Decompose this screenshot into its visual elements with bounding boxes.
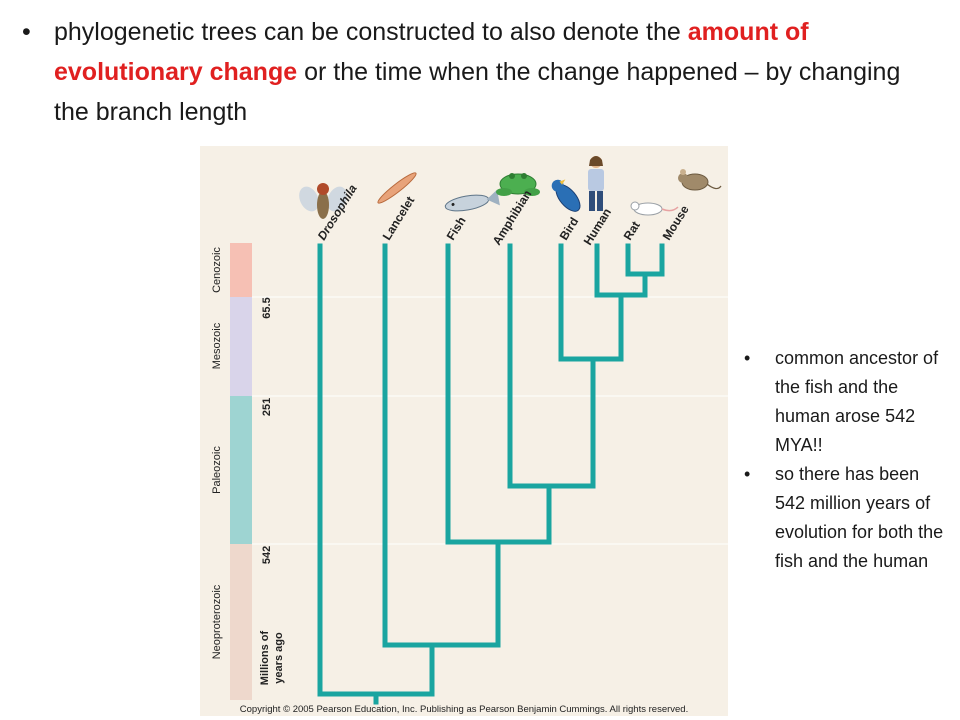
side-notes: • common ancestor of the fish and the hu… bbox=[744, 344, 944, 576]
copyright-notice: Copyright © 2005 Pearson Education, Inc.… bbox=[239, 704, 689, 715]
heading-bullet: • phylogenetic trees can be constructed … bbox=[22, 12, 942, 132]
fish-picture-icon bbox=[444, 189, 500, 212]
era-label-paleozoic: Paleozoic bbox=[211, 446, 223, 494]
era-label-mesozoic: Mesozoic bbox=[211, 322, 223, 369]
time-mark-251: 251 bbox=[261, 398, 273, 416]
heading-text-before: phylogenetic trees can be constructed to… bbox=[54, 18, 688, 46]
side-note-item: • common ancestor of the fish and the hu… bbox=[744, 344, 944, 460]
heading-text: • phylogenetic trees can be constructed … bbox=[22, 12, 942, 132]
heading-highlight: amount of evolutionary change bbox=[54, 18, 809, 86]
bullet-icon: • bbox=[22, 18, 31, 46]
branch-human-rodents bbox=[594, 243, 648, 298]
bird-picture-icon bbox=[551, 179, 581, 212]
branch-fish-tetrapods bbox=[445, 243, 552, 545]
era-label-neoproterozoic: Neoproterozoic bbox=[211, 584, 223, 659]
taxon-label-rat: Rat bbox=[621, 219, 643, 243]
side-note-text: so there has been 542 million years of e… bbox=[775, 464, 944, 571]
branch-amphibian-amniotes bbox=[507, 243, 596, 489]
era-label-cenozoic: Cenozoic bbox=[211, 247, 223, 293]
side-note-item: • so there has been 542 million years of… bbox=[744, 460, 944, 576]
tree-branches bbox=[317, 243, 665, 705]
branch-bird-mammals bbox=[558, 243, 624, 362]
bullet-icon: • bbox=[744, 464, 751, 484]
amphibian-picture-icon bbox=[496, 173, 540, 196]
side-note-text: common ancestor of the fish and the huma… bbox=[775, 348, 939, 455]
era-band-paleozoic bbox=[230, 396, 252, 544]
taxon-label-mouse: Mouse bbox=[660, 203, 692, 243]
lancelet-picture-icon bbox=[377, 172, 417, 204]
mouse-picture-icon bbox=[678, 169, 722, 191]
taxon-label-human: Human bbox=[581, 206, 614, 248]
era-band-neoproterozoic bbox=[230, 544, 252, 700]
era-band-cenozoic bbox=[230, 243, 252, 297]
era-band-mesozoic bbox=[230, 297, 252, 396]
phylogenetic-tree-svg: Cenozoic Mesozoic Paleozoic Neoproterozo… bbox=[211, 156, 728, 705]
taxon-label-fish: Fish bbox=[444, 214, 469, 242]
time-mark-65: 65.5 bbox=[261, 297, 273, 318]
phylogenetic-tree-figure: Cenozoic Mesozoic Paleozoic Neoproterozo… bbox=[200, 146, 728, 716]
branch-drosophila-chordates bbox=[317, 243, 435, 697]
bullet-icon: • bbox=[744, 348, 751, 368]
axis-label-line2: years ago bbox=[273, 632, 285, 684]
branch-rat-mouse bbox=[625, 243, 665, 277]
heading-text-after: or the time when the change happened – b… bbox=[54, 58, 901, 126]
drosophila-picture-icon bbox=[299, 183, 347, 219]
branch-lancelet-vertebrates bbox=[382, 243, 501, 648]
time-mark-542: 542 bbox=[261, 546, 273, 564]
axis-label-line1: Millions of bbox=[259, 630, 271, 685]
rat-picture-icon bbox=[630, 201, 679, 216]
taxon-label-bird: Bird bbox=[557, 215, 582, 243]
human-picture-icon bbox=[588, 156, 604, 211]
